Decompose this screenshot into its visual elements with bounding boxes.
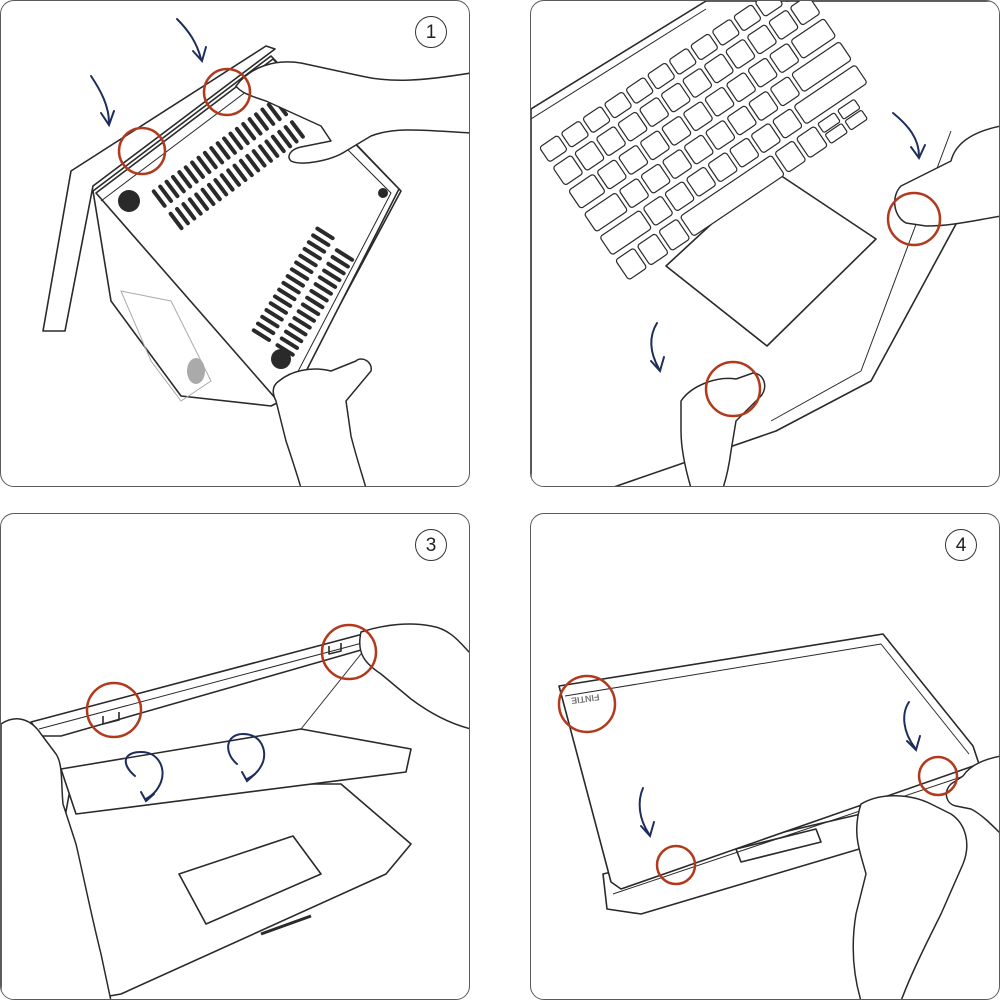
step-3-illustration <box>1 623 469 999</box>
hand-icon <box>1 623 469 999</box>
ghost-foot <box>187 358 205 384</box>
vent-slots <box>118 93 388 369</box>
step-1-illustration <box>42 18 469 486</box>
step-1-panel: 1 <box>0 0 470 487</box>
hand-icon <box>680 125 999 486</box>
hand-icon <box>235 61 469 486</box>
curved-arrow-icon <box>90 18 207 128</box>
step-number-badge: 4 <box>945 529 977 561</box>
keyboard <box>539 1 868 280</box>
curved-arrow-icon <box>650 112 926 374</box>
step-2-panel: 2 <box>530 0 1000 487</box>
step-number-badge: 3 <box>415 529 447 561</box>
curved-arrow-icon <box>638 701 921 839</box>
highlight-circle-icon <box>117 67 252 176</box>
highlight-circle-icon <box>85 623 378 739</box>
curved-arrow-icon <box>125 732 266 803</box>
step-number-badge: 1 <box>415 16 447 48</box>
step-3-panel: 3 <box>0 513 470 1000</box>
step-2-illustration <box>531 1 999 486</box>
step-4-illustration <box>557 633 999 999</box>
step-4-panel: 4 FINTIE <box>530 513 1000 1000</box>
hand-icon <box>852 755 999 999</box>
highlight-circle-icon <box>557 674 959 886</box>
highlight-circle-icon <box>704 191 942 418</box>
